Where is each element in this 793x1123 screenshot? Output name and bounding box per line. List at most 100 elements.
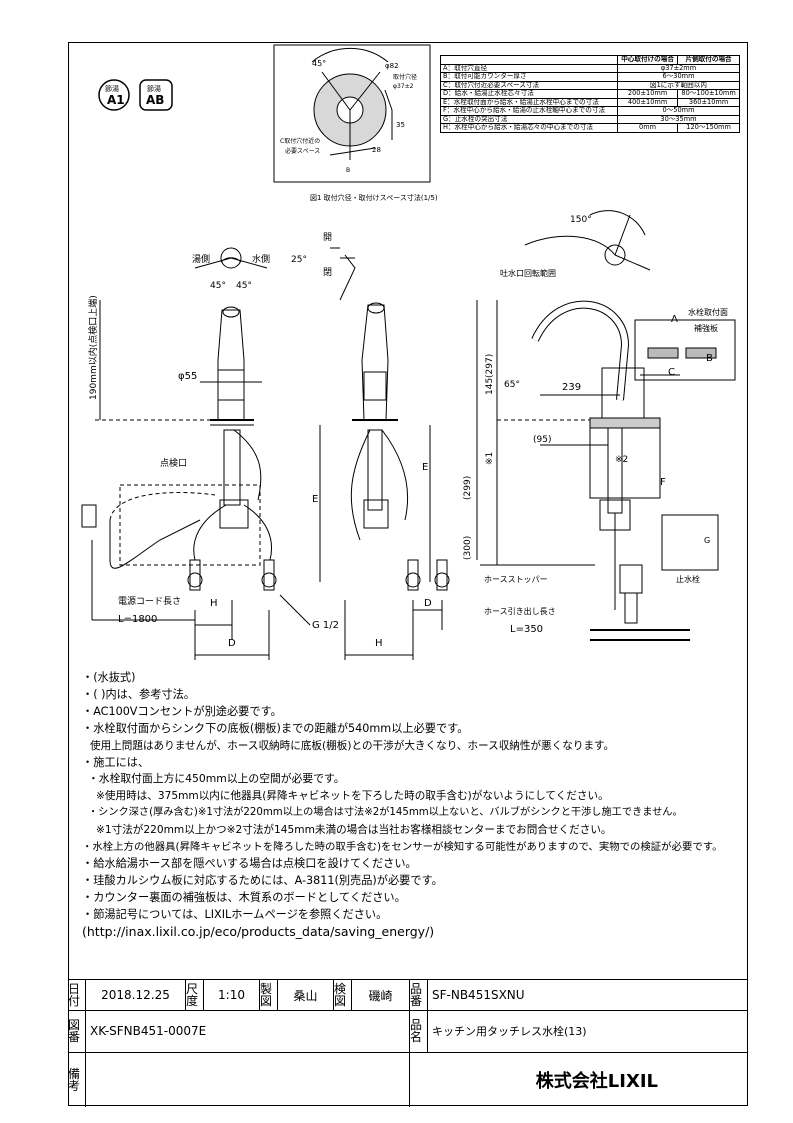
note-line: 使用上問題はありませんが、ホース収納時に底板(棚板)との干渉が大きくなり、ホース… — [90, 739, 615, 752]
drawn-by: 桑山 — [278, 980, 334, 1010]
note-line: ・水栓取付面からシンク下の底板(棚板)までの距離が540mm以上必要です。 — [82, 721, 469, 735]
dim-239: 239 — [562, 382, 581, 393]
mount-face-label: 水栓取付面 — [688, 307, 728, 317]
table-header-row: 中心取付けの場合 片側取付の場合 — [440, 55, 740, 65]
h-label-side: H — [375, 638, 383, 649]
g-label: G — [704, 536, 710, 545]
dim-95: (95) — [533, 435, 551, 445]
note-line: ※使用時は、375mm以内に他器具(昇降キャビネットを下ろした時の取手含む)がな… — [96, 790, 609, 803]
angle-25: 25° — [291, 255, 307, 265]
angle-45-label: 45° — [312, 59, 326, 68]
note-line: ・珪酸カルシウム板に対応するためには、A-3811(別売品)が必要です。 — [82, 873, 443, 887]
note-line: ・水栓取付面上方に450mm以上の空間が必要です。 — [88, 772, 345, 786]
hose-pull-label: ホース引き出し長さ — [484, 606, 556, 616]
note-line: ・カウンター裏面の補強板は、木質系のボードとしてください。 — [82, 890, 406, 904]
angle-45a: 45° — [210, 281, 226, 291]
drawn-label: 製図 — [260, 980, 278, 1010]
company-name: 株式会社LIXIL — [535, 1070, 658, 1092]
product-no: SF-NB451SXNU — [432, 988, 525, 1002]
remarks-area — [86, 1052, 410, 1107]
hole-dia-label: 取付穴径 — [393, 73, 417, 81]
mounting-hole-diagram — [311, 48, 393, 160]
b-label-section: B — [706, 353, 713, 364]
power-cord — [109, 492, 216, 521]
setsuyu-ab-badge — [139, 79, 173, 111]
a1-badge-label: A1 — [107, 93, 125, 107]
star1-label: ※1 — [485, 452, 495, 465]
phi82-label: φ82 — [385, 62, 399, 70]
scale-label: 尺度 — [186, 980, 204, 1010]
space-label-2: 必要スペース — [285, 147, 320, 155]
ab-badge-label: AB — [146, 93, 164, 107]
setsuyu-a1-badge — [98, 79, 130, 111]
header-blank — [440, 55, 618, 65]
d-label-front: D — [228, 638, 236, 649]
dim-297: (297) — [485, 354, 495, 378]
dim-65: 65° — [504, 380, 520, 390]
e-label-front: E — [312, 494, 318, 505]
note-line: ※1寸法が220mm以上かつ※2寸法が145mm未満の場合は当社お客様相談センタ… — [96, 824, 612, 837]
b-label: B — [346, 167, 350, 174]
notes-section: ・(水抜式) ・( )内は、参考寸法。 ・AC100Vコンセントが別途必要です。… — [82, 670, 747, 941]
checked-by: 磯崎 — [352, 980, 410, 1010]
close-label: 閉 — [323, 267, 332, 278]
remarks-label: 備考 — [68, 1052, 86, 1107]
date-value: 2018.12.25 — [86, 980, 186, 1010]
inspection-opening — [119, 484, 261, 566]
dim-145: 145 — [485, 378, 495, 395]
angle-150: 150° — [570, 215, 592, 225]
note-line: ・給水給湯ホース部を隠ぺいする場合は点検口を設けてください。 — [82, 856, 417, 870]
h-label-front: H — [210, 598, 218, 609]
product-name: キッチン用タッチレス水栓(13) — [432, 1025, 587, 1038]
dim-28-label: 28 — [372, 146, 381, 154]
reinforce-label: 補強板 — [694, 323, 718, 333]
a-label: A — [671, 314, 678, 325]
dim-300: (300) — [463, 536, 473, 560]
power-adapter — [81, 504, 97, 528]
inspection-label: 点検口 — [160, 457, 187, 469]
f-label: F — [660, 477, 666, 488]
cold-side-label: 水側 — [252, 253, 270, 265]
e-label-side: E — [422, 462, 428, 473]
section-view-faucet — [531, 300, 719, 631]
cord-length-value: L=1800 — [118, 614, 157, 625]
checked-label: 検図 — [334, 980, 352, 1010]
hose-stopper-label: ホースストッパー — [484, 575, 548, 584]
note-line: ・節湯記号については、LIXILホームページを参照ください。 — [82, 907, 388, 921]
drawing-no-label: 図番 — [68, 1010, 86, 1052]
product-no-label: 品番 — [410, 980, 428, 1010]
date-label: 日付 — [68, 980, 86, 1010]
dim-190-label: 190mm以内(点検口上端) — [87, 295, 99, 400]
space-label-1: C取付穴付近の — [280, 137, 320, 145]
top-diagram-box — [273, 44, 431, 183]
note-line: ・( )内は、参考寸法。 — [82, 687, 195, 701]
header-center: 中心取付けの場合 — [616, 55, 679, 65]
phi37-label: φ37±2 — [393, 83, 414, 90]
scale-value: 1:10 — [204, 980, 260, 1010]
a1-badge-top: 節湯 — [105, 84, 119, 93]
hose-pull-value: L=350 — [510, 624, 543, 635]
title-block: 日付 2018.12.25 尺度 1:10 製図 桑山 検図 磯崎 品番 SF-… — [68, 979, 748, 1107]
side-view-faucet — [330, 247, 450, 591]
c-label: C — [668, 367, 675, 378]
spout-rotation-label: 吐水口回転範囲 — [500, 268, 556, 278]
top-diagram-caption: 図1 取付穴径・取付けスペース寸法(1/5) — [310, 193, 438, 202]
stop-valve-label: 止水栓 — [676, 574, 700, 584]
cord-length-label: 電源コード長さ — [118, 596, 181, 607]
rotation-range-diagram — [524, 210, 651, 271]
product-name-label: 品名 — [410, 1010, 428, 1052]
front-view-faucet — [187, 247, 277, 591]
mount-detail — [634, 319, 736, 381]
note-line: ・水栓上方の他器具(昇降キャビネットを降ろした時の取手含む)をセンサーが検知する… — [82, 841, 723, 854]
drawing-no: XK-SFNB451-0007E — [86, 1010, 410, 1052]
phi55-label: φ55 — [178, 371, 197, 382]
dim-299: (299) — [463, 476, 473, 500]
note-line: ・施工には、 — [82, 755, 150, 769]
ab-badge-top: 節湯 — [147, 84, 161, 93]
